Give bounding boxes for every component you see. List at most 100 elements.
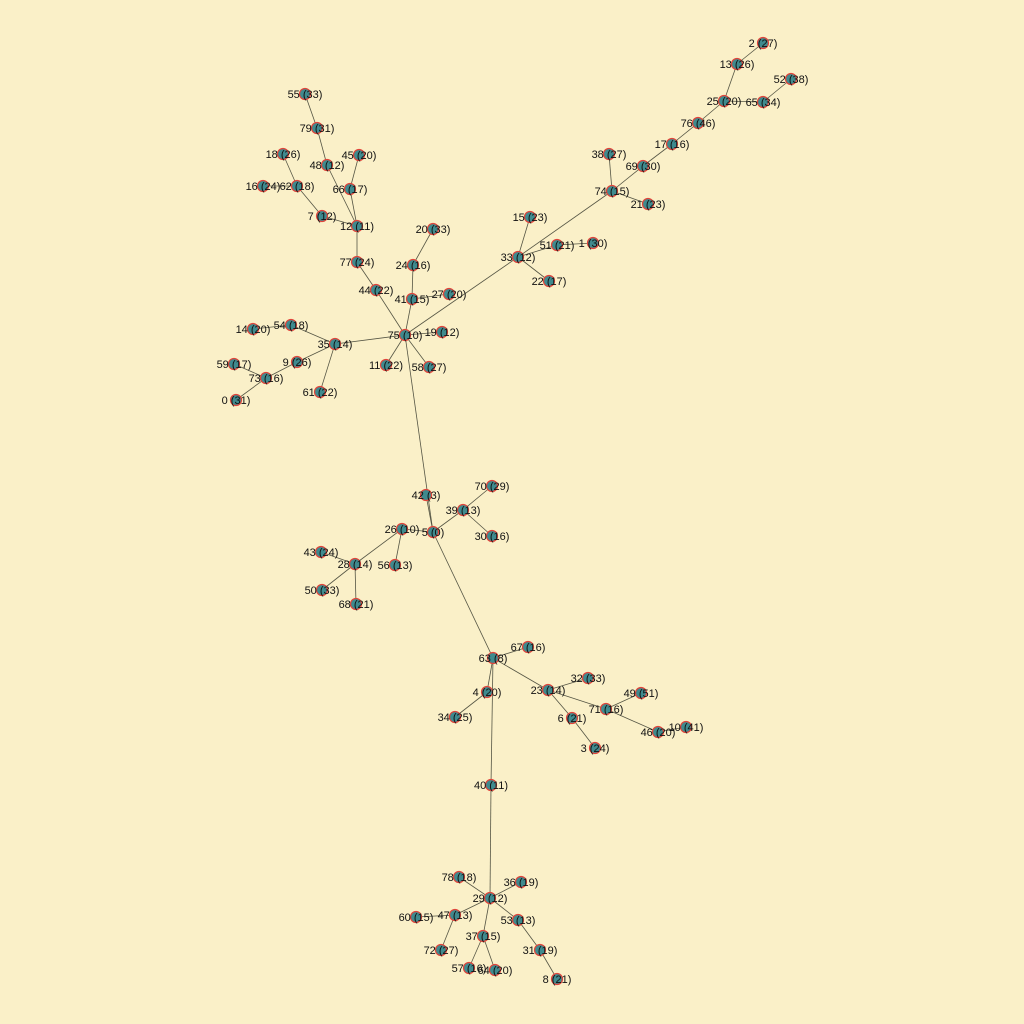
node-dot[interactable] [448,710,462,724]
node-dot[interactable] [227,357,241,371]
node-dot[interactable] [405,292,419,306]
node-dot[interactable] [476,929,490,943]
node-dot[interactable] [651,725,665,739]
node-dot[interactable] [541,683,555,697]
node-dot[interactable] [256,179,270,193]
node-43[interactable]: 43 (24) [304,545,339,560]
node-dot[interactable] [442,287,456,301]
node-71[interactable]: 71 (16) [589,702,624,717]
node-61[interactable]: 61 (22) [303,385,338,400]
node-dot[interactable] [483,891,497,905]
node-62[interactable]: 62 (18) [280,179,315,194]
node-dot[interactable] [246,322,260,336]
node-dot[interactable] [369,283,383,297]
node-30[interactable]: 30 (16) [475,529,510,544]
node-47[interactable]: 47 (13) [438,908,473,923]
node-dot[interactable] [542,274,556,288]
node-8[interactable]: 8 (21) [543,972,572,987]
node-dot[interactable] [352,148,366,162]
node-dot[interactable] [511,250,525,264]
node-46[interactable]: 46 (20) [641,725,676,740]
node-36[interactable]: 36 (19) [504,875,539,890]
node-dot[interactable] [665,137,679,151]
node-76[interactable]: 76 (46) [681,116,716,131]
node-72[interactable]: 72 (27) [424,943,459,958]
node-38[interactable]: 38 (27) [592,147,627,162]
node-33[interactable]: 33 (12) [501,250,536,265]
node-dot[interactable] [313,385,327,399]
node-dot[interactable] [634,686,648,700]
node-dot[interactable] [350,255,364,269]
node-6[interactable]: 6 (21) [558,711,587,726]
node-22[interactable]: 22 (17) [532,274,567,289]
node-dot[interactable] [419,488,433,502]
node-0[interactable]: 0 (31) [222,393,251,408]
node-20[interactable]: 20 (33) [416,222,451,237]
node-dot[interactable] [388,558,402,572]
node-51[interactable]: 51 (21) [540,238,575,253]
node-dot[interactable] [511,913,525,927]
node-52[interactable]: 52 (38) [774,72,809,87]
node-24[interactable]: 24 (16) [396,258,431,273]
node-dot[interactable] [480,685,494,699]
node-56[interactable]: 56 (13) [378,558,413,573]
node-48[interactable]: 48 (12) [310,158,345,173]
node-dot[interactable] [679,720,693,734]
node-60[interactable]: 60 (15) [399,910,434,925]
node-dot[interactable] [426,525,440,539]
node-dot[interactable] [315,209,329,223]
node-49[interactable]: 49 (51) [624,686,659,701]
node-64[interactable]: 64 (20) [478,963,513,978]
node-dot[interactable] [588,741,602,755]
node-58[interactable]: 58 (27) [412,360,447,375]
node-dot[interactable] [229,393,243,407]
node-55[interactable]: 55 (33) [288,87,323,102]
node-dot[interactable] [565,711,579,725]
node-dot[interactable] [343,182,357,196]
node-dot[interactable] [290,179,304,193]
node-73[interactable]: 73 (16) [249,371,284,386]
node-dot[interactable] [521,640,535,654]
node-26[interactable]: 26 (10) [385,522,420,537]
node-17[interactable]: 17 (16) [655,137,690,152]
node-dot[interactable] [395,522,409,536]
node-dot[interactable] [485,529,499,543]
node-3[interactable]: 3 (24) [581,741,610,756]
node-dot[interactable] [602,147,616,161]
node-dot[interactable] [406,258,420,272]
node-53[interactable]: 53 (13) [501,913,536,928]
node-32[interactable]: 32 (33) [571,671,606,686]
node-12[interactable]: 12 (11) [340,219,374,234]
node-75[interactable]: 75 (10) [388,328,423,343]
node-dot[interactable] [328,337,342,351]
node-dot[interactable] [298,87,312,101]
node-42[interactable]: 42 (3) [412,488,441,503]
node-dot[interactable] [636,159,650,173]
node-dot[interactable] [452,870,466,884]
node-dot[interactable] [398,328,412,342]
node-dot[interactable] [315,583,329,597]
node-45[interactable]: 45 (20) [342,148,377,163]
node-dot[interactable] [435,325,449,339]
node-29[interactable]: 29 (12) [473,891,508,906]
node-dot[interactable] [641,197,655,211]
node-1[interactable]: 1 (30) [579,236,608,251]
node-59[interactable]: 59 (17) [217,357,252,372]
node-dot[interactable] [448,908,462,922]
node-10[interactable]: 10 (41) [669,720,704,735]
node-19[interactable]: 19 (12) [425,325,460,340]
node-dot[interactable] [581,671,595,685]
node-dot[interactable] [434,943,448,957]
node-dot[interactable] [717,94,731,108]
node-70[interactable]: 70 (29) [475,479,510,494]
node-77[interactable]: 77 (24) [340,255,375,270]
node-34[interactable]: 34 (25) [438,710,473,725]
node-78[interactable]: 78 (18) [442,870,477,885]
node-dot[interactable] [730,57,744,71]
node-35[interactable]: 35 (14) [318,337,353,352]
node-57[interactable]: 57 (16) [452,961,487,976]
node-dot[interactable] [486,651,500,665]
node-31[interactable]: 31 (19) [523,943,558,958]
node-67[interactable]: 67 (16) [511,640,546,655]
node-28[interactable]: 28 (14) [338,557,373,572]
